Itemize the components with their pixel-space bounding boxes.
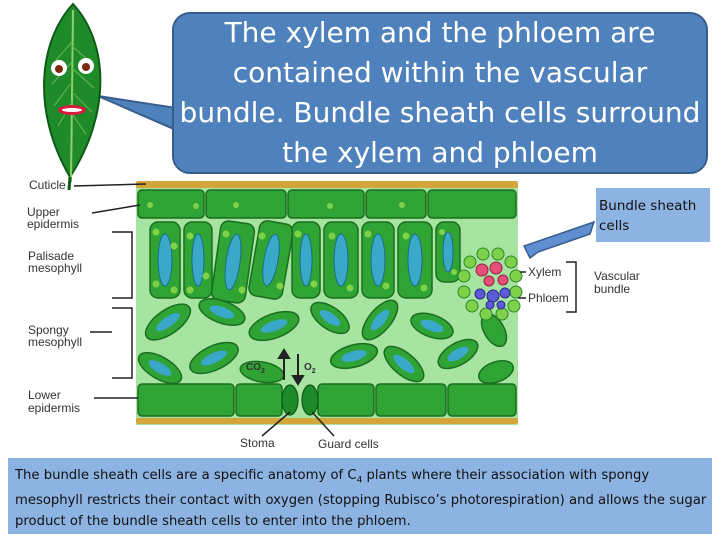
label-upper-epidermis-line1: Upper [27, 205, 60, 219]
bundle-sheath-callout-text: Bundle sheath cells [599, 198, 697, 234]
label-guard-cells: Guard cells [318, 437, 379, 451]
bundle-sheath-callout [596, 188, 710, 242]
label-stoma: Stoma [240, 436, 275, 450]
xylem-cells [475, 261, 509, 287]
label-o2: O2 [304, 362, 316, 375]
upper-epidermis-cells [137, 189, 517, 219]
palisade-vacuoles [157, 231, 454, 291]
bundle-sheath-cells [457, 247, 523, 321]
label-spongy-line2: mesophyll [28, 335, 83, 349]
label-co2: CO2 [246, 362, 265, 375]
caption-box [8, 458, 712, 534]
label-phloem: Phloem [528, 291, 569, 305]
caption-text: The bundle sheath cells are a specific a… [15, 468, 707, 529]
guard-cells [281, 384, 319, 416]
speech-bubble [172, 12, 708, 174]
label-upper-epidermis-line2: epidermis [27, 217, 80, 231]
label-leader-lines [73, 183, 577, 437]
vascular-bundle [457, 247, 523, 321]
label-lower-epidermis-line1: Lower [28, 388, 61, 402]
label-vascular-line2: bundle [594, 282, 631, 296]
label-lower-epidermis-line2: epidermis [28, 401, 81, 415]
phloem-cells [474, 287, 511, 310]
chloroplasts [147, 202, 457, 294]
cuticle-layer [136, 181, 518, 188]
label-palisade-line2: mesophyll [28, 261, 83, 275]
gas-exchange-arrows [277, 348, 305, 386]
label-spongy-line1: Spongy [28, 323, 69, 337]
label-vascular-line1: Vascular [594, 269, 640, 283]
spongy-vacuoles [148, 305, 469, 376]
bundle-sheath-callout-arrow [522, 220, 596, 260]
label-palisade-line1: Palisade [28, 249, 75, 263]
label-cuticle: Cuticle [29, 178, 66, 192]
leaf-mascot-icon [43, 2, 102, 191]
speech-bubble-text: The xylem and the phloem are contained w… [179, 16, 701, 169]
lower-epidermis-cells [137, 383, 517, 417]
label-xylem: Xylem [528, 265, 562, 279]
